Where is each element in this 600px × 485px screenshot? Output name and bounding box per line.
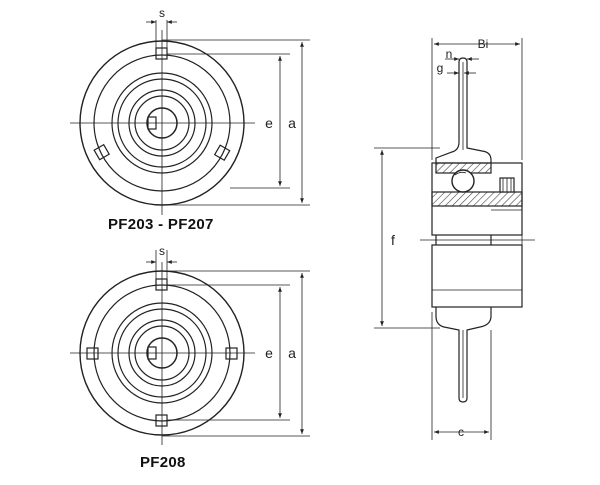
- inner-ring-section: [431, 191, 523, 207]
- bottom-mount-hole-right: [225, 347, 238, 360]
- side-dim-c: [431, 312, 492, 440]
- flange-plate-profile: [435, 57, 492, 403]
- bottom-label-s: s: [159, 244, 165, 258]
- caption-top-model: PF203 - PF207: [108, 216, 214, 233]
- top-flange-view: [70, 30, 255, 215]
- bottom-set-screw: [147, 346, 157, 360]
- bottom-mount-hole-bottom: [155, 414, 168, 427]
- bottom-dim-s: [146, 250, 177, 280]
- top-bearing-outer-ring: [128, 89, 196, 157]
- bottom-bolt-circle: [93, 284, 231, 422]
- top-housing-inner-ring: [117, 78, 207, 168]
- top-set-screw: [147, 116, 157, 130]
- top-dim-e: [167, 53, 290, 189]
- side-section-view: [420, 57, 535, 403]
- bottom-bearing-outer-ring: [128, 319, 196, 387]
- top-housing-ring: [111, 72, 213, 174]
- side-label-Bi: Bi: [478, 37, 489, 51]
- side-label-f: f: [391, 232, 395, 248]
- bearing-ball: [451, 169, 475, 193]
- top-mount-hole-left: [93, 143, 111, 161]
- bottom-bearing-inner-ring: [134, 325, 190, 381]
- top-label-s: s: [159, 6, 165, 20]
- caption-bottom-model: PF208: [140, 454, 186, 471]
- bottom-bore-circle: [146, 337, 178, 369]
- top-mount-hole-top: [155, 47, 168, 60]
- side-label-c: c: [458, 425, 464, 439]
- side-label-g: g: [437, 61, 444, 75]
- bottom-flange-view: [70, 262, 255, 445]
- bottom-label-e: e: [265, 345, 273, 361]
- top-dim-a: [162, 39, 310, 206]
- bottom-housing-inner-ring: [117, 308, 207, 398]
- top-mount-hole-right: [213, 144, 231, 162]
- top-bolt-circle: [93, 54, 231, 192]
- bearing-insert-lower: [431, 244, 523, 308]
- bottom-mount-hole-left: [86, 347, 99, 360]
- side-dim-Bi: [431, 38, 523, 160]
- bottom-mount-hole-top: [155, 278, 168, 291]
- top-label-e: e: [265, 115, 273, 131]
- side-label-n: n: [446, 47, 453, 61]
- top-label-a: a: [288, 115, 296, 131]
- side-dim-f: [374, 147, 440, 329]
- bottom-dim-a: [162, 270, 310, 437]
- top-bearing-inner-ring: [134, 95, 190, 151]
- bottom-label-a: a: [288, 345, 296, 361]
- bottom-housing-ring: [111, 302, 213, 404]
- bottom-dim-e: [167, 284, 290, 421]
- top-dim-s: [146, 20, 177, 50]
- top-bore-circle: [146, 107, 178, 139]
